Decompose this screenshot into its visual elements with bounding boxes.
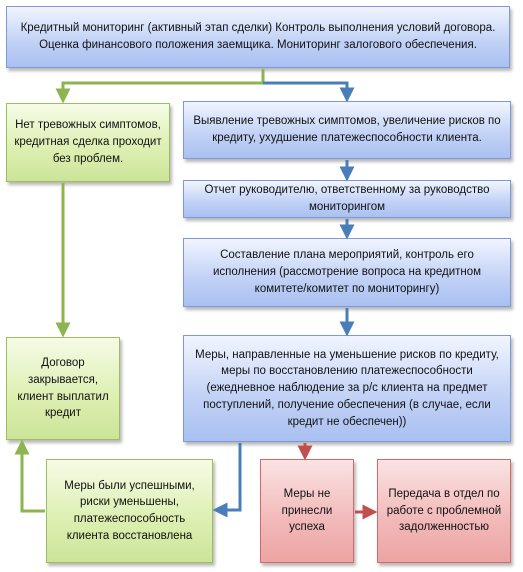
success-text: Меры были успешными, риски уменьшены, пл… — [64, 479, 195, 542]
no-symptoms-text: Нет тревожных симптомов, кредитная сделк… — [14, 119, 162, 165]
contract-closed-box: Договор закрывается, клиент выплатил кре… — [6, 337, 120, 440]
transfer-box: Передача в отдел по работе с проблемной … — [377, 459, 511, 563]
plan-text: Составление плана мероприятий, контроль … — [212, 249, 482, 295]
measures-text: Меры, направленные на уменьшение рисков … — [195, 348, 499, 428]
plan-box: Составление плана мероприятий, контроль … — [183, 238, 511, 307]
failure-box: Меры не принесли успеха — [260, 459, 354, 563]
contract-closed-text: Договор закрывается, клиент выплатил кре… — [17, 357, 109, 420]
symptoms-box: Выявление тревожных симптомов, увеличени… — [183, 101, 511, 159]
success-box: Меры были успешными, риски уменьшены, пл… — [46, 459, 213, 563]
arrow-success-to-contract — [14, 439, 45, 513]
arrow-to-no-symptoms — [55, 69, 265, 104]
failure-text: Меры не принесли успеха — [281, 487, 333, 534]
measures-box: Меры, направленные на уменьшение рисков … — [183, 335, 511, 442]
report-text: Отчет руководителю, ответственному за ру… — [204, 184, 490, 213]
transfer-text: Передача в отдел по работе с проблемной … — [386, 487, 502, 534]
monitoring-text: Кредитный мониторинг (активный этап сдел… — [20, 22, 496, 51]
monitoring-box: Кредитный мониторинг (активный этап сдел… — [6, 6, 510, 68]
report-box: Отчет руководителю, ответственному за ру… — [183, 180, 511, 218]
no-symptoms-box: Нет тревожных симптомов, кредитная сделк… — [6, 103, 170, 182]
arrow-to-symptoms — [263, 81, 355, 103]
arrow-to-success — [212, 443, 242, 518]
symptoms-text: Выявление тревожных симптомов, увеличени… — [193, 115, 501, 144]
